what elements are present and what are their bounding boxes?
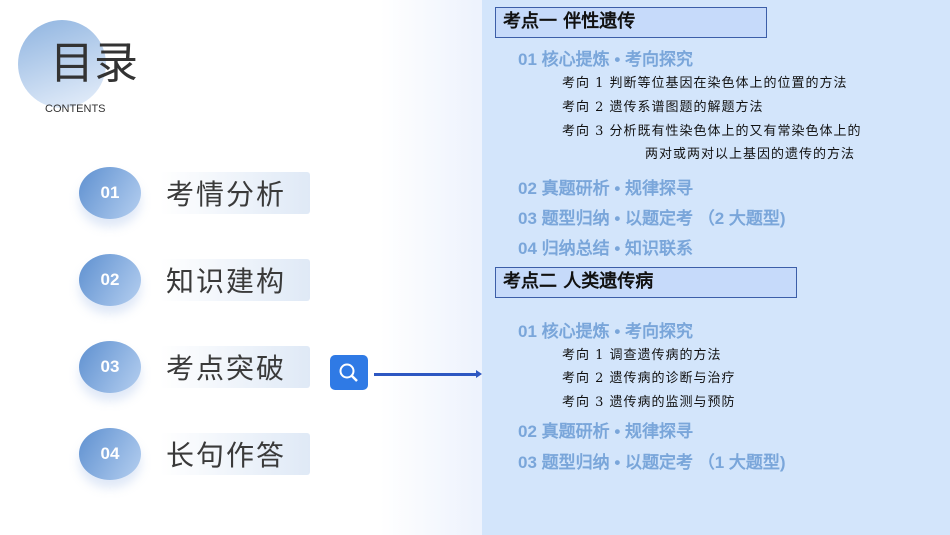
section-1-item-2: 考向 2 遗传系谱图题的解题方法	[562, 100, 764, 115]
section-2-item-3: 考向 3 遗传病的监测与预防	[562, 395, 736, 410]
section-1-title: 考点一 伴性遗传	[495, 7, 767, 38]
search-button[interactable]	[330, 355, 368, 390]
menu-item-4[interactable]: 长句作答	[160, 433, 310, 475]
section-1-item-3: 考向 3 分析既有性染色体上的又有常染色体上的	[562, 124, 862, 139]
menu-item-1[interactable]: 考情分析	[160, 172, 310, 214]
search-icon	[339, 363, 358, 382]
section-2-heading-2[interactable]: 02 真题研析 • 规律探寻	[518, 422, 694, 441]
menu-number-04: 04	[79, 428, 141, 480]
menu-item-2[interactable]: 知识建构	[160, 259, 310, 301]
page-title: 目录	[50, 38, 138, 89]
section-1-heading-3[interactable]: 03 题型归纳 • 以题定考 （2 大题型)	[518, 209, 786, 228]
section-2-item-1: 考向 1 调查遗传病的方法	[562, 348, 722, 363]
menu-number-02: 02	[79, 254, 141, 306]
page-subtitle: CONTENTS	[45, 103, 106, 115]
arrow-connector	[374, 370, 482, 378]
section-1-heading-4[interactable]: 04 归纳总结 • 知识联系	[518, 239, 694, 258]
section-1-heading-1[interactable]: 01 核心提炼 • 考向探究	[518, 50, 694, 69]
title-decoration-circle	[18, 20, 106, 108]
menu-item-3[interactable]: 考点突破	[160, 346, 310, 388]
section-2-item-2: 考向 2 遗传病的诊断与治疗	[562, 371, 736, 386]
section-1-item-1: 考向 1 判断等位基因在染色体上的位置的方法	[562, 76, 848, 91]
section-2-heading-1[interactable]: 01 核心提炼 • 考向探究	[518, 322, 694, 341]
section-1-heading-2[interactable]: 02 真题研析 • 规律探寻	[518, 179, 694, 198]
menu-number-03: 03	[79, 341, 141, 393]
menu-number-01: 01	[79, 167, 141, 219]
section-2-heading-3[interactable]: 03 题型归纳 • 以题定考 （1 大题型)	[518, 453, 786, 472]
section-2-title: 考点二 人类遗传病	[495, 267, 797, 298]
section-1-item-3-cont: 两对或两对以上基因的遗传的方法	[645, 147, 856, 162]
